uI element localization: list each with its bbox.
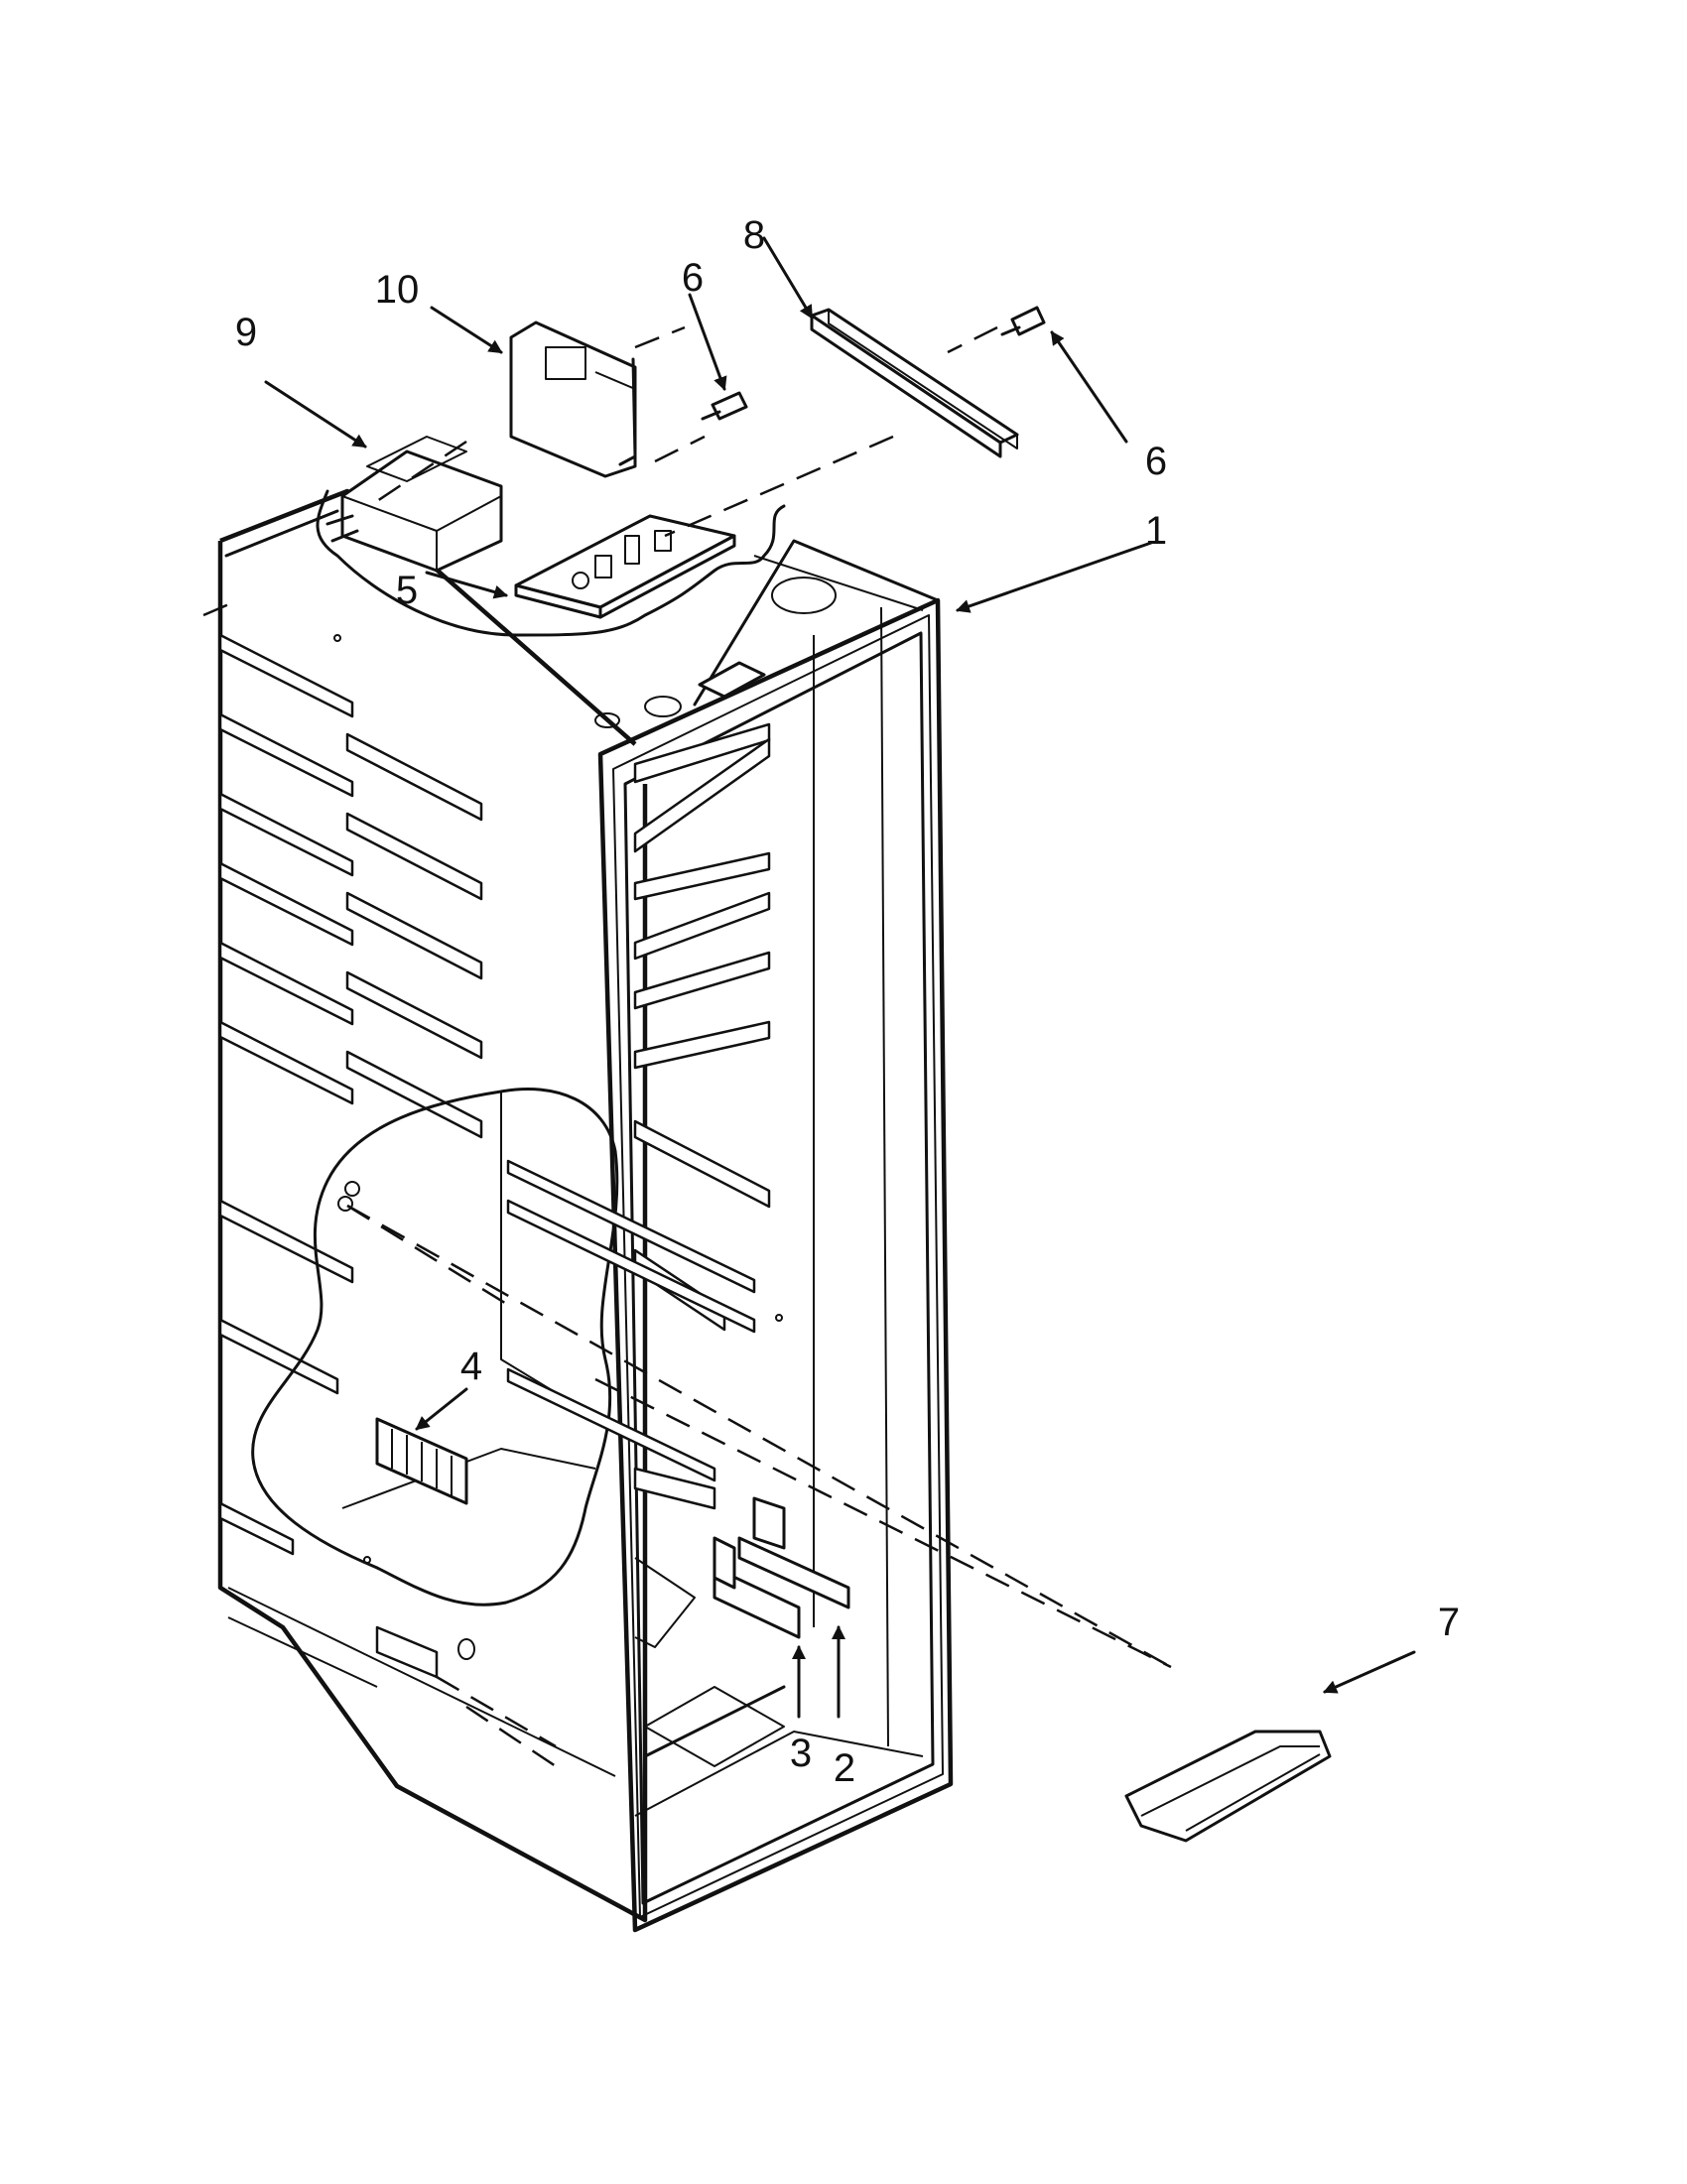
part-10-bracket xyxy=(509,321,637,478)
part-6-screw-right xyxy=(1000,306,1046,336)
part-3-bracket xyxy=(713,1536,801,1639)
callout-6-right: 6 xyxy=(1145,440,1167,483)
callout-3: 3 xyxy=(790,1732,812,1775)
callout-6-left: 6 xyxy=(682,256,704,300)
part-5-control-board xyxy=(514,514,736,619)
part-6-screw-left xyxy=(701,391,748,421)
callout-10: 10 xyxy=(375,268,420,312)
callout-5: 5 xyxy=(396,569,418,612)
callout-2: 2 xyxy=(834,1746,855,1790)
callout-1: 1 xyxy=(1145,509,1167,553)
part-7-cover xyxy=(1124,1730,1332,1843)
callout-9: 9 xyxy=(235,311,257,354)
callout-8: 8 xyxy=(743,213,765,257)
assembly-lines xyxy=(202,325,1172,1669)
cutaway-upper xyxy=(316,489,786,637)
leader-lines xyxy=(264,236,1416,1719)
part-8-rail xyxy=(810,308,1019,458)
callout-7: 7 xyxy=(1438,1601,1460,1644)
part-2-bracket xyxy=(737,1496,850,1609)
part-9-housing xyxy=(325,436,503,573)
cutaway-lower xyxy=(251,1088,619,1606)
part-4-grille xyxy=(375,1417,468,1505)
left-wall-shelf-rails xyxy=(218,633,616,1777)
cabinet-liner xyxy=(217,488,954,1933)
callout-4: 4 xyxy=(460,1345,482,1388)
right-wall-shelf-rails xyxy=(633,722,771,1510)
callout-labels: 1 2 3 4 5 6 6 7 8 9 10 xyxy=(235,213,1460,1790)
